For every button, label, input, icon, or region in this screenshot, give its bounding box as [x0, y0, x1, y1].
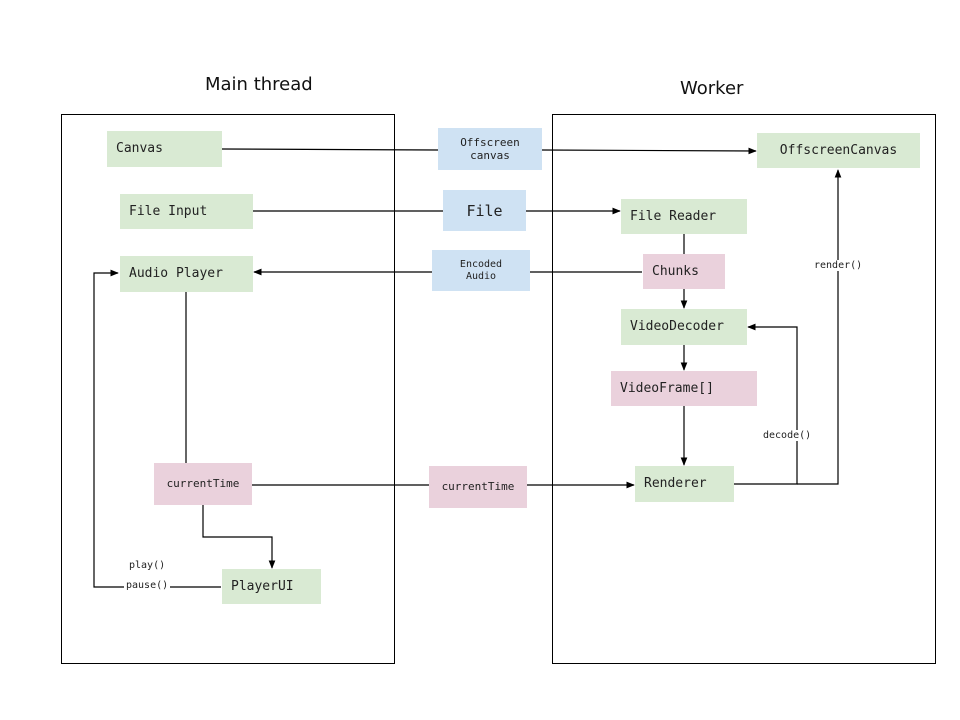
current-time-message: currentTime — [429, 466, 527, 508]
main-thread-title: Main thread — [205, 74, 313, 95]
render-label: render() — [812, 260, 865, 271]
edge-renderer-render-offscreencanvas — [797, 169, 842, 485]
player-ui-node: PlayerUI — [222, 569, 321, 604]
canvas-node: Canvas — [107, 131, 222, 167]
offscreen-canvas-message: Offscreen canvas — [438, 128, 542, 170]
chunks-node: Chunks — [643, 254, 725, 289]
video-frames-node: VideoFrame[] — [611, 371, 757, 406]
worker-region — [552, 114, 936, 664]
video-decoder-node: VideoDecoder — [621, 309, 747, 345]
edge-offscreen-msg-to-offscreencanvas — [541, 147, 757, 155]
edge-renderer-decode-videodecoder — [734, 323, 798, 485]
edge-playerui-to-audioplayer — [93, 269, 221, 588]
main-thread-region — [61, 114, 395, 664]
edge-currenttime-to-playerui — [202, 505, 276, 569]
offscreen-canvas-node: OffscreenCanvas — [757, 133, 920, 168]
current-time-main-node: currentTime — [154, 463, 252, 505]
play-label: play() — [127, 560, 168, 571]
decode-label: decode() — [761, 430, 814, 441]
file-message: File — [443, 190, 526, 231]
file-reader-node: File Reader — [621, 199, 747, 234]
pause-label: pause() — [124, 580, 171, 591]
encoded-audio-message: Encoded Audio — [432, 250, 530, 291]
audio-player-node: Audio Player — [120, 256, 253, 292]
worker-title: Worker — [680, 78, 744, 99]
file-input-node: File Input — [120, 194, 253, 229]
edge-canvas-to-offscreen-msg — [221, 148, 439, 151]
renderer-node: Renderer — [635, 466, 734, 502]
